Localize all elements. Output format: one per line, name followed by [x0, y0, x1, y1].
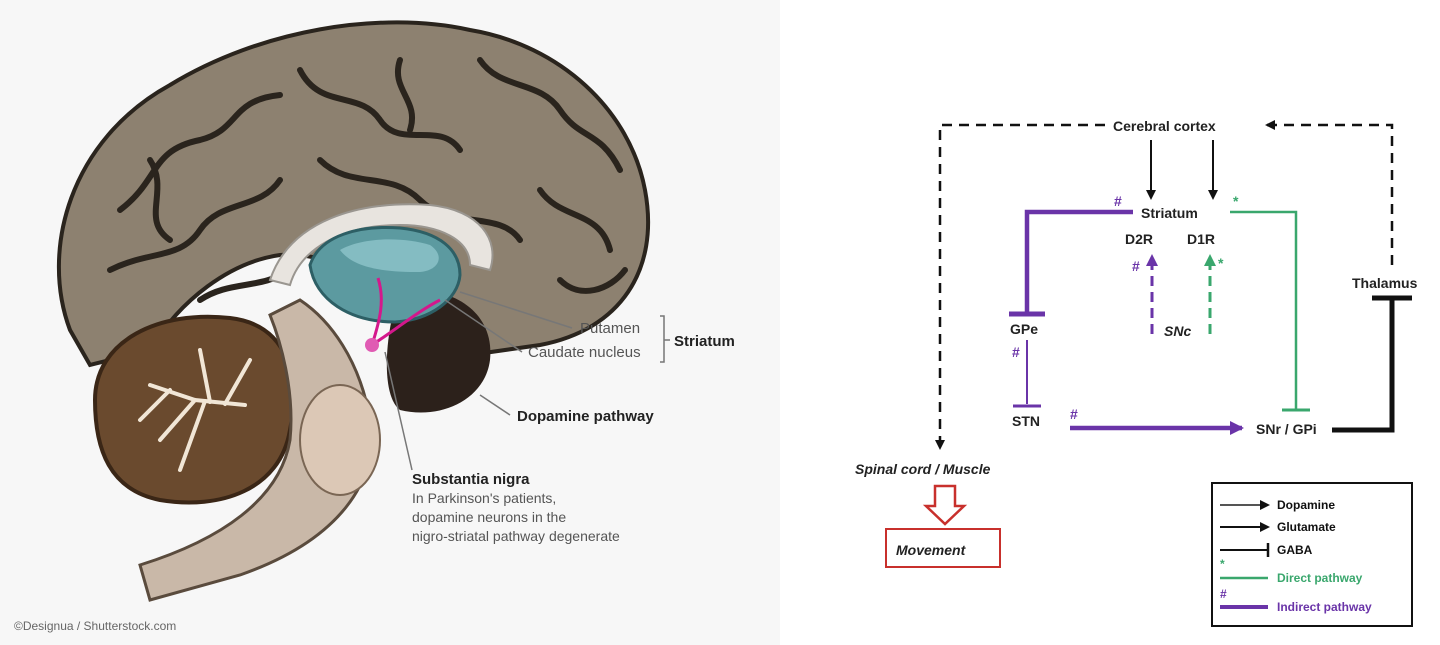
- image-credit: ©Designua / Shutterstock.com: [14, 619, 176, 633]
- cerebellum: [92, 314, 296, 505]
- label-dopamine-pathway: Dopamine pathway: [517, 408, 654, 425]
- node-gpe: GPe: [1010, 321, 1038, 337]
- label-note-line-2: dopamine neurons in the: [412, 509, 566, 525]
- mark-direct-striatum: *: [1233, 193, 1239, 209]
- node-d2r: D2R: [1125, 231, 1153, 247]
- legend: Dopamine Glutamate GABA * Direct pathway…: [1211, 482, 1413, 627]
- legend-indirect-mark: #: [1220, 587, 1227, 601]
- mark-indirect-striatum: #: [1114, 193, 1122, 209]
- movement-box: [885, 528, 1001, 568]
- label-note-line-3: nigro-striatal pathway degenerate: [412, 528, 620, 544]
- circuit-diagram: Cerebral cortex Striatum D2R D1R SNc GPe…: [855, 118, 1418, 627]
- legend-box: [1211, 482, 1413, 627]
- substantia-nigra-spot: [365, 338, 379, 352]
- edge-snr-to-thalamus: [1332, 298, 1395, 433]
- mark-indirect-stn: #: [1070, 406, 1078, 422]
- label-substantia-nigra: Substantia nigra: [412, 471, 530, 488]
- legend-gaba-label: GABA: [1277, 543, 1313, 557]
- brainstem: [138, 298, 373, 602]
- edge-striatum-to-snr: [1230, 210, 1298, 410]
- node-d1r: D1R: [1187, 231, 1215, 247]
- legend-dopamine-label: Dopamine: [1277, 498, 1335, 512]
- basal-ganglia-circuit-panel: Cerebral cortex Striatum D2R D1R SNc GPe…: [780, 0, 1440, 645]
- edge-striatum-to-gpe: [1024, 209, 1133, 312]
- legend-glutamate-label: Glutamate: [1277, 520, 1336, 534]
- arbor-vitae: [138, 348, 252, 472]
- label-note-line-1: In Parkinson's patients,: [412, 490, 556, 506]
- callout-lines: [384, 291, 573, 471]
- edge-cortex-to-spinal: [935, 123, 1105, 450]
- label-caudate-nucleus: Caudate nucleus: [528, 344, 641, 361]
- gyri-folds: [107, 57, 628, 303]
- node-snc: SNc: [1164, 323, 1191, 339]
- node-striatum: Striatum: [1141, 205, 1198, 221]
- brain-illustration-panel: Putamen Caudate nucleus Striatum Dopamin…: [14, 20, 735, 633]
- caudate-shape: [340, 239, 439, 272]
- striatum-bracket: [660, 315, 670, 363]
- legend-indirect-label: Indirect pathway: [1277, 600, 1372, 614]
- edge-spinal-to-movement: [922, 484, 968, 526]
- node-spinal-cord-muscle: Spinal cord / Muscle: [855, 461, 991, 477]
- mark-indirect-d2r: #: [1132, 258, 1140, 274]
- node-thalamus: Thalamus: [1352, 275, 1418, 291]
- pons: [299, 384, 381, 496]
- edge-thalamus-to-cortex: [1265, 120, 1394, 265]
- label-striatum: Striatum: [674, 333, 735, 350]
- legend-direct-label: Direct pathway: [1277, 571, 1363, 585]
- brain-illustration: Putamen Caudate nucleus Striatum Dopamin…: [14, 20, 735, 633]
- cerebrum: [56, 20, 651, 368]
- mark-direct-d1r: *: [1218, 255, 1224, 271]
- node-cerebral-cortex: Cerebral cortex: [1113, 118, 1216, 134]
- node-movement: Movement: [896, 542, 967, 558]
- dopamine-pathway-lines: [370, 277, 441, 347]
- mark-indirect-gpe: #: [1012, 344, 1020, 360]
- legend-direct-mark: *: [1220, 557, 1225, 571]
- node-stn: STN: [1012, 413, 1040, 429]
- label-putamen: Putamen: [580, 320, 640, 337]
- node-snr-gpi: SNr / GPi: [1256, 421, 1317, 437]
